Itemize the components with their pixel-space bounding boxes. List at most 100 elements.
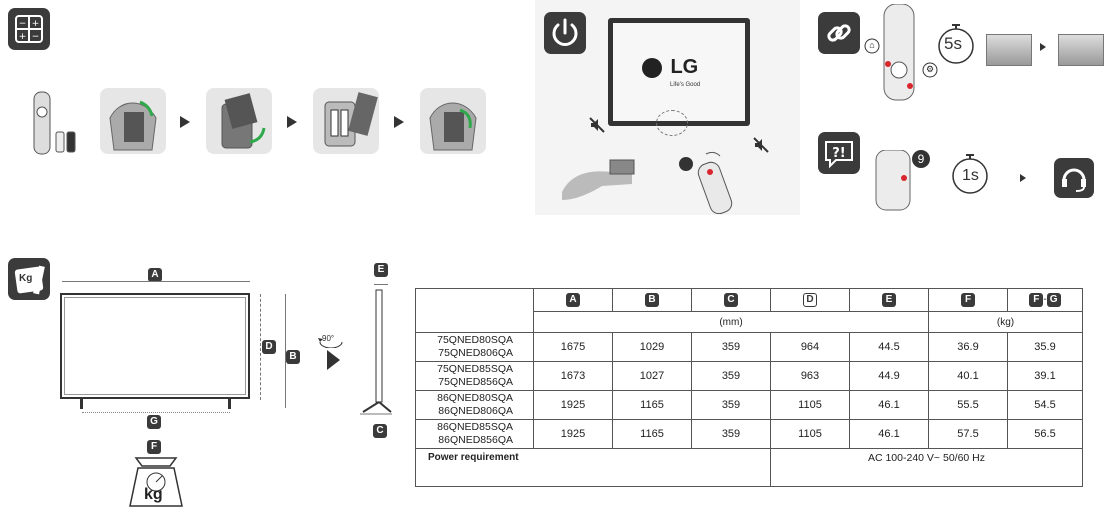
help-timer-text: 1s [962,167,979,184]
power-icon [544,12,586,54]
rotate-icon [316,330,346,349]
value-cell: 1673 [533,361,613,391]
value-cell: 359 [691,361,771,391]
remote-pairing-illustration [862,3,938,102]
dim-line-e [374,284,388,285]
header-cell-b: B [612,288,692,312]
value-cell: 964 [770,332,850,362]
battery-step-4 [420,88,486,154]
weight-icon: Kg [8,258,50,300]
arrow-right-icon [394,116,404,128]
brand-logo-text: LG [670,56,699,78]
svg-text:−: − [32,32,40,42]
remote-help-illustration [872,149,912,212]
battery-step-1 [100,88,166,154]
unit-mm: (mm) [533,311,929,333]
dim-line-g [82,412,230,413]
brand-tagline: Life's Good [670,82,701,88]
value-cell: 1029 [612,332,692,362]
header-cell-e: E [849,288,929,312]
battery-step-2 [206,88,272,154]
table-unit-row: (mm) (kg) [416,311,1083,333]
rotation-label: 90° [322,334,335,343]
header-cell-d: D [770,288,850,312]
value-cell: 963 [770,361,850,391]
tv-side-diagram [360,288,392,418]
arrow-right-icon [287,116,297,128]
sound-off-icon [588,116,606,134]
power-sensor-circle [656,110,688,136]
value-cell: 1105 [770,419,850,449]
value-cell: 54.5 [1007,390,1083,420]
dim-label-d: D [262,340,276,354]
value-cell: 46.1 [849,419,929,449]
dim-line-d [260,294,261,400]
arrow-right-icon [1040,43,1046,51]
link-icon [818,12,860,54]
tv-leg-left [80,399,83,409]
value-cell: 35.9 [1007,332,1083,362]
arrow-right-icon [180,116,190,128]
tv-front-diagram [60,293,250,399]
header-cell-fg: F-G [1007,288,1083,312]
pairing-timer-text: 5s [944,34,962,53]
power-requirement-row: Power requirement AC 100-240 V~ 50/60 Hz [415,448,1083,487]
weight-unit-text: kg [144,486,163,503]
header-cell-f: F [928,288,1008,312]
value-cell: 55.5 [928,390,1008,420]
dim-label-e: E [374,263,388,277]
value-cell: 1165 [612,390,692,420]
battery-icon: − + + − [8,8,50,50]
dim-label-a: A [148,268,162,282]
value-cell: 1925 [533,390,613,420]
arrow-right-icon [327,350,340,370]
header-cell-a: A [533,288,613,312]
table-corner-cell [415,288,534,333]
unit-kg: (kg) [928,311,1083,333]
remote-with-batteries [30,90,80,156]
button-number-badge: 9 [912,150,930,168]
value-cell: 1675 [533,332,613,362]
sound-off-icon [752,136,770,154]
power-label: Power requirement [415,448,771,487]
settings-icon: ⚙ [925,64,935,74]
svg-text:+: + [32,19,40,29]
dim-line-a [62,281,250,282]
battery-step-3 [313,88,379,154]
arrow-right-icon [1020,174,1026,182]
timer-icon [950,152,990,196]
svg-text:?!: ?! [832,146,845,161]
value-cell: 1105 [770,390,850,420]
value-cell: 44.9 [849,361,929,391]
dim-label-c: C [373,424,387,438]
tv-screen: LG Life's Good [608,18,750,126]
value-cell: 46.1 [849,390,929,420]
header-cell-c: C [691,288,771,312]
value-cell: 44.5 [849,332,929,362]
scale-icon: kg [128,454,184,508]
value-cell: 1165 [612,419,692,449]
hand-press-button [562,152,642,202]
timer-icon [936,22,976,66]
value-cell: 40.1 [928,361,1008,391]
tv-leg-right [228,399,231,409]
value-cell: 1027 [612,361,692,391]
tv-after-icon [1058,34,1104,66]
value-cell: 39.1 [1007,361,1083,391]
lg-logo: LG [642,56,722,82]
kg-badge-text: Kg [19,273,33,284]
dim-label-b: B [286,350,300,364]
value-cell: 56.5 [1007,419,1083,449]
dim-label-f: F [147,440,161,454]
value-cell: 57.5 [928,419,1008,449]
power-value: AC 100-240 V~ 50/60 Hz [770,448,1083,487]
help-icon: ?! [818,132,860,174]
